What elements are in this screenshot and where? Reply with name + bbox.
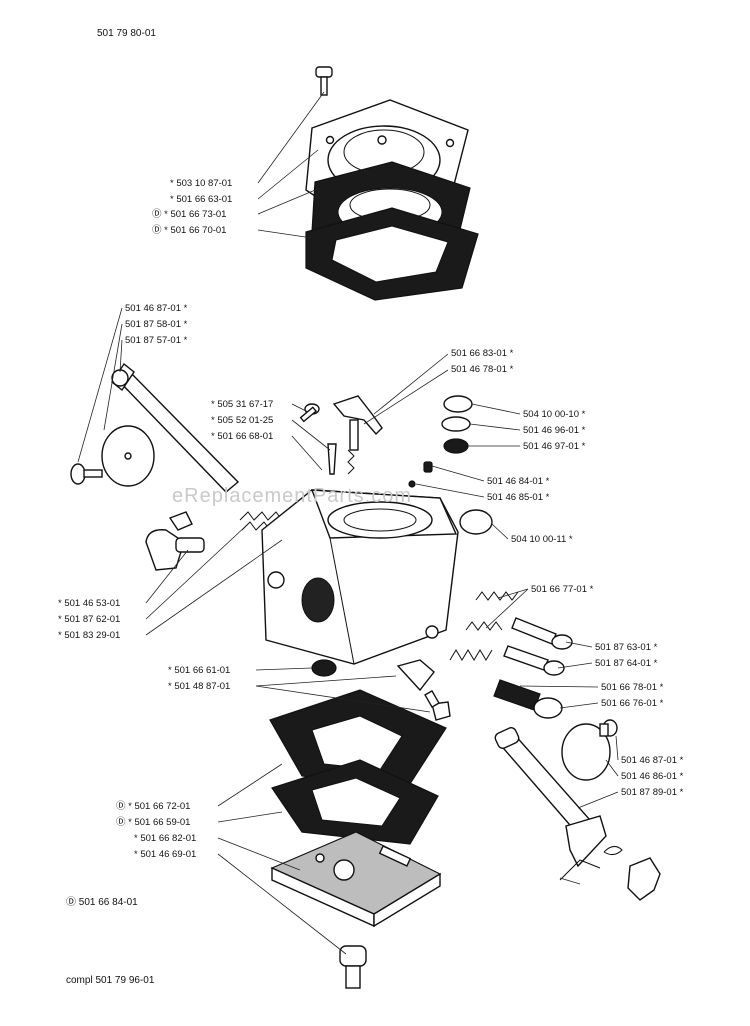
label-505-52-01-25: * 505 52 01-25 <box>211 415 273 426</box>
throttle-screw <box>70 463 103 485</box>
label-505-31-67-17: * 505 31 67-17 <box>211 399 273 410</box>
label-504-10-00-11: 504 10 00-11 * <box>511 534 573 545</box>
label-501-46-97-01: 501 46 97-01 * <box>523 441 586 452</box>
metering-gasket <box>269 689 447 791</box>
label-501-87-57-01: 501 87 57-01 * <box>125 335 188 346</box>
small-screw <box>408 461 433 488</box>
metering-screw <box>424 689 451 721</box>
top-screw <box>315 66 333 96</box>
choke-lever <box>559 857 661 901</box>
kit-note: Ⓓ 501 66 84-01 <box>66 896 138 908</box>
metering-lever <box>332 395 383 475</box>
throttle-shaft <box>111 362 240 493</box>
high-speed-needle <box>511 617 573 650</box>
screen-retainer <box>443 438 469 454</box>
lever-pin-screw <box>299 403 320 423</box>
label-501-66-63-01: * 501 66 63-01 <box>170 194 232 205</box>
label-501-46-78-01: 501 46 78-01 * <box>451 364 514 375</box>
label-501-87-89-01: 501 87 89-01 * <box>621 787 684 798</box>
label-503-10-87-01: * 503 10 87-01 <box>170 178 232 189</box>
label-501-66-59-01: Ⓓ * 501 66 59-01 <box>116 817 190 828</box>
choke-detent-spring <box>603 846 623 856</box>
fuel-inlet-plug <box>311 659 337 677</box>
welch-plug-large <box>459 509 493 535</box>
label-501-46-53-01: * 501 46 53-01 <box>58 598 120 609</box>
label-501-66-72-01: Ⓓ * 501 66 72-01 <box>116 801 190 812</box>
label-501-66-82-01: * 501 66 82-01 <box>134 833 196 844</box>
drawing-number: 501 79 80-01 <box>97 28 156 39</box>
label-501-46-96-01: 501 46 96-01 * <box>523 425 586 436</box>
metering-cover <box>270 831 442 928</box>
welch-plug <box>443 395 473 413</box>
label-501-87-64-01: 501 87 64-01 * <box>595 658 658 669</box>
leader-lines <box>77 91 619 955</box>
watermark: eReplacementParts.com <box>172 485 412 507</box>
label-501-46-69-01: * 501 46 69-01 <box>134 849 196 860</box>
label-504-10-00-10: 504 10 00-10 * <box>523 409 586 420</box>
part-number-labels: * 503 10 87-01 * 501 66 63-01 Ⓓ * 501 66… <box>58 178 684 860</box>
elbow-fitting <box>145 511 205 571</box>
carburetor-body <box>261 489 459 665</box>
inlet-needle <box>327 443 337 475</box>
choke-screw <box>599 719 618 737</box>
label-501-87-62-01: * 501 87 62-01 <box>58 614 120 625</box>
complete-assembly-number: compl 501 79 96-01 <box>66 975 155 986</box>
adjust-springs <box>449 591 519 661</box>
label-501-66-73-01: Ⓓ * 501 66 73-01 <box>152 209 226 220</box>
label-501-87-58-01: 501 87 58-01 * <box>125 319 188 330</box>
label-501-48-87-01: * 501 48 87-01 <box>168 681 230 692</box>
label-501-66-70-01: Ⓓ * 501 66 70-01 <box>152 225 226 236</box>
label-501-66-83-01: 501 66 83-01 * <box>451 348 514 359</box>
choke-shaft <box>494 727 607 868</box>
label-501-66-78-01: 501 66 78-01 * <box>601 682 664 693</box>
label-501-66-77-01: 501 66 77-01 * <box>531 584 594 595</box>
label-501-46-86-01: 501 46 86-01 * <box>621 771 684 782</box>
pump-diaphragm <box>305 207 479 301</box>
label-501-83-29-01: * 501 83 29-01 <box>58 630 120 641</box>
label-501-66-61-01: * 501 66 61-01 <box>168 665 230 676</box>
screen <box>441 416 471 432</box>
label-501-46-84-01: 501 46 84-01 * <box>487 476 550 487</box>
label-501-46-87-01-b: 501 46 87-01 * <box>621 755 684 766</box>
cover-screw <box>339 945 367 989</box>
label-501-46-87-01-a: 501 46 87-01 * <box>125 303 188 314</box>
metering-arm <box>396 659 435 692</box>
throttle-valve <box>101 425 155 487</box>
label-501-66-68-01: * 501 66 68-01 <box>211 431 273 442</box>
metering-diaphragm <box>271 759 439 845</box>
label-501-46-85-01: 501 46 85-01 * <box>487 492 550 503</box>
low-speed-needle <box>503 645 565 676</box>
label-501-87-63-01: 501 87 63-01 * <box>595 642 658 653</box>
idle-screw <box>493 679 563 719</box>
label-501-66-76-01: 501 66 76-01 * <box>601 698 664 709</box>
choke-valve <box>561 723 611 781</box>
